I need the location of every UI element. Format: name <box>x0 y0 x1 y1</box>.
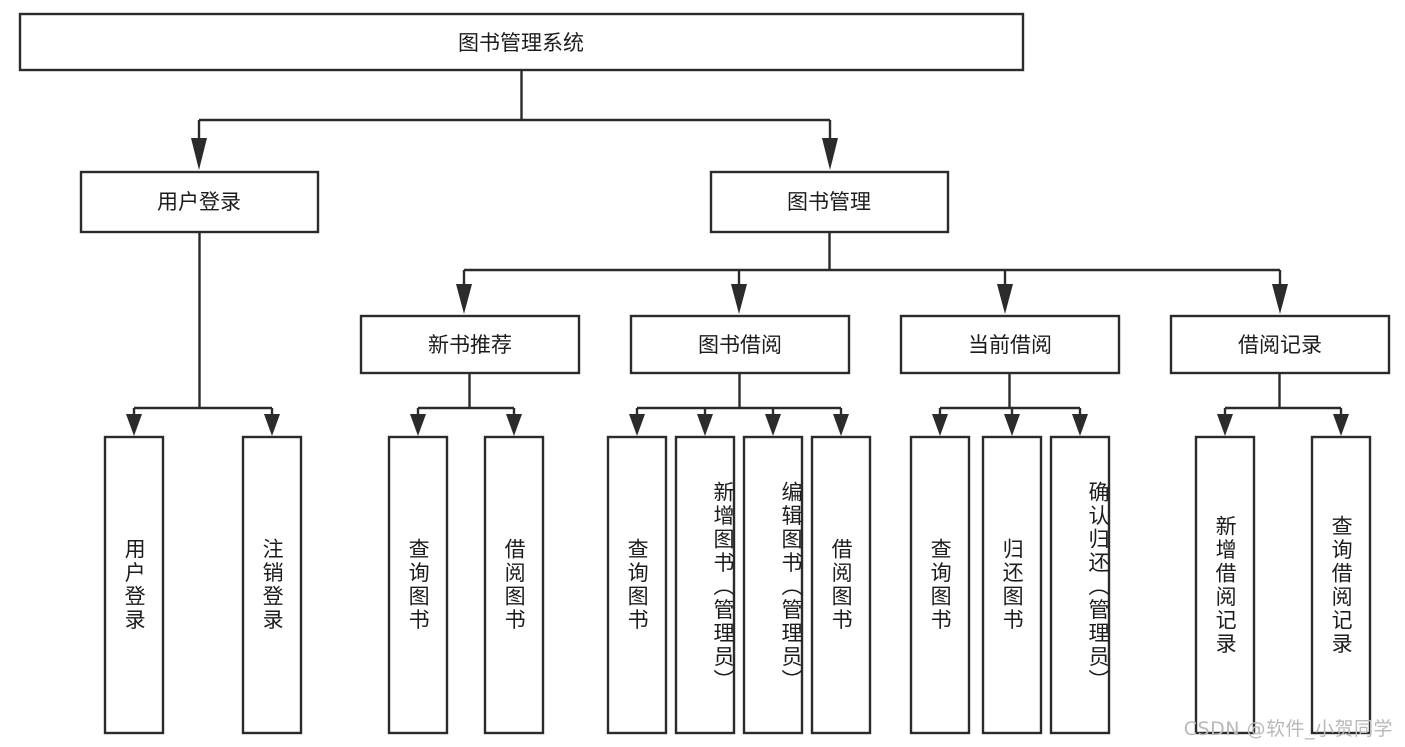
node-user-login[interactable]: 用户登录 <box>79 170 320 234</box>
leaf-box-logout[interactable] <box>241 435 303 735</box>
leaf-box-borrow-book-2[interactable] <box>810 435 872 735</box>
arrow-head-leaf-return-book <box>1004 414 1020 436</box>
leaf-box-return-book[interactable] <box>981 435 1043 735</box>
leaf-box-add-record[interactable] <box>1194 435 1256 735</box>
node-current-borrow-box[interactable] <box>899 314 1121 375</box>
leaf-box-query-book-1[interactable] <box>387 435 449 735</box>
node-book-management-box[interactable] <box>709 170 950 234</box>
node-new-book-recommend-label: 新书推荐 <box>428 333 512 357</box>
node-book-management[interactable]: 图书管理 <box>709 170 950 234</box>
node-book-management-label: 图书管理 <box>787 190 871 214</box>
node-user-login-label: 用户登录 <box>157 190 241 214</box>
arrow-head-leaf-confirm-return <box>1072 414 1088 436</box>
arrow-head-leaf-query-book-3 <box>932 414 948 436</box>
node-borrow-record[interactable]: 借阅记录 <box>1169 314 1391 375</box>
leaf-box-query-book-2[interactable] <box>606 435 668 735</box>
node-borrow-record-label: 借阅记录 <box>1238 333 1322 357</box>
arrow-head-user-login <box>191 138 207 170</box>
arrow-head-new-book-rec <box>456 284 472 314</box>
connector-group-book-borrow <box>629 373 849 436</box>
leaf-box-group <box>103 435 1372 735</box>
arrow-head-book-mgmt <box>822 138 838 170</box>
leaf-box-user-login[interactable] <box>103 435 165 735</box>
node-book-borrow-label: 图书借阅 <box>698 333 782 357</box>
arrow-head-leaf-add-book <box>697 414 713 436</box>
connector-group-borrow-record <box>1217 373 1349 436</box>
connector-group-root <box>191 70 838 170</box>
node-root-system[interactable]: 图书管理系统 <box>18 12 1025 72</box>
arrow-head-leaf-add-record <box>1217 414 1233 436</box>
node-borrow-record-box[interactable] <box>1169 314 1391 375</box>
node-current-borrow[interactable]: 当前借阅 <box>899 314 1121 375</box>
arrow-head-current-borrow <box>997 284 1013 314</box>
arrow-head-leaf-query-record <box>1333 414 1349 436</box>
connector-group-current-borrow <box>932 373 1088 436</box>
node-new-book-recommend[interactable]: 新书推荐 <box>359 314 581 375</box>
node-current-borrow-label: 当前借阅 <box>968 333 1052 357</box>
node-root-system-box[interactable] <box>18 12 1025 72</box>
arrow-head-leaf-query-book-1 <box>410 414 426 436</box>
watermark-text: CSDN @软件_小贺同学 <box>1183 718 1393 740</box>
arrow-head-borrow-record <box>1272 284 1288 314</box>
leaf-box-add-book[interactable] <box>674 435 736 735</box>
connector-group-user-login <box>126 232 280 436</box>
node-book-borrow[interactable]: 图书借阅 <box>629 314 851 375</box>
connector-group-new-book-rec <box>410 373 522 436</box>
arrow-head-leaf-query-book-2 <box>629 414 645 436</box>
leaf-box-confirm-return[interactable] <box>1049 435 1111 735</box>
arrow-head-leaf-borrow-book-2 <box>833 414 849 436</box>
arrow-head-leaf-edit-book <box>765 414 781 436</box>
arrow-head-leaf-borrow-book-1 <box>506 414 522 436</box>
node-user-login-box[interactable] <box>79 170 320 234</box>
leaf-box-query-record[interactable] <box>1310 435 1372 735</box>
arrow-head-leaf-user-login <box>126 414 142 436</box>
node-root-system-label: 图书管理系统 <box>458 31 584 55</box>
connector-group-book-mgmt <box>456 232 1288 314</box>
arrow-head-leaf-logout <box>264 414 280 436</box>
leaf-box-query-book-3[interactable] <box>909 435 971 735</box>
leaf-box-edit-book[interactable] <box>742 435 804 735</box>
node-book-borrow-box[interactable] <box>629 314 851 375</box>
leaf-box-borrow-book-1[interactable] <box>483 435 545 735</box>
node-new-book-recommend-box[interactable] <box>359 314 581 375</box>
arrow-head-book-borrow <box>731 284 747 314</box>
